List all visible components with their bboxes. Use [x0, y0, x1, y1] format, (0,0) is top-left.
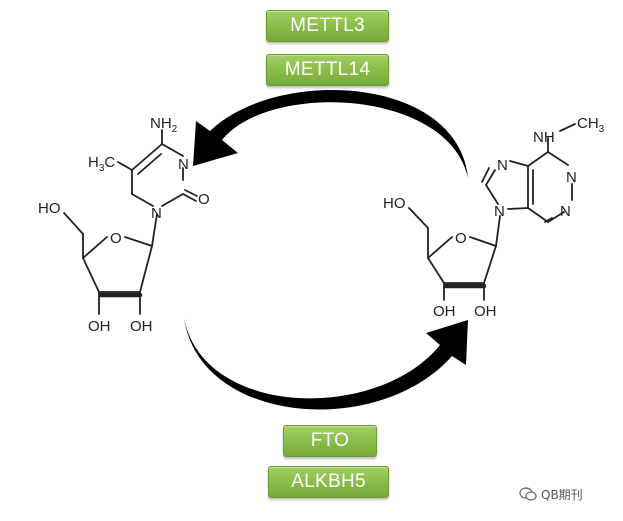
n7-label: N [497, 157, 508, 174]
oh-right-label-right: OH [474, 303, 497, 320]
methylamino-label: NH [533, 129, 555, 146]
nh2-label: NH2 [150, 115, 178, 135]
right-nucleoside-labels: NH CH3 N N N N HO O OH OH [383, 115, 605, 320]
left-nucleoside-labels: NH2 H3C N N O HO O OH OH [38, 115, 210, 335]
oh-right-label: OH [130, 318, 153, 335]
enzyme-label-mettl3: METTL3 [266, 10, 389, 42]
carbonyl-o-label: O [198, 191, 210, 208]
methyl-label: H3C [88, 154, 115, 174]
methylation-arrow [193, 90, 468, 178]
n3-label: N [560, 203, 571, 220]
ring-n1-label: N [151, 205, 162, 222]
wechat-icon [519, 487, 537, 501]
oh-left-label-right: OH [433, 303, 456, 320]
oh-left-label: OH [88, 318, 111, 335]
n9-label: N [494, 203, 505, 220]
ho-label: HO [38, 200, 61, 217]
enzyme-label-mettl14: METTL14 [266, 54, 389, 86]
enzyme-label-alkbh5: ALKBH5 [268, 466, 389, 498]
watermark-text: QB期刊 [541, 487, 583, 502]
right-nucleoside-structure [408, 123, 576, 301]
demethylation-arrow [184, 318, 468, 410]
n1-label: N [566, 169, 577, 186]
enzyme-label-fto: FTO [283, 425, 377, 457]
watermark: QB期刊 [519, 484, 583, 504]
sugar-o-label: O [110, 230, 122, 247]
ch3-label: CH3 [577, 115, 605, 135]
left-nucleoside-structure [63, 129, 198, 315]
ring-n3-label: N [178, 156, 189, 173]
ho-label-right: HO [383, 195, 406, 212]
sugar-o-label-right: O [455, 230, 467, 247]
